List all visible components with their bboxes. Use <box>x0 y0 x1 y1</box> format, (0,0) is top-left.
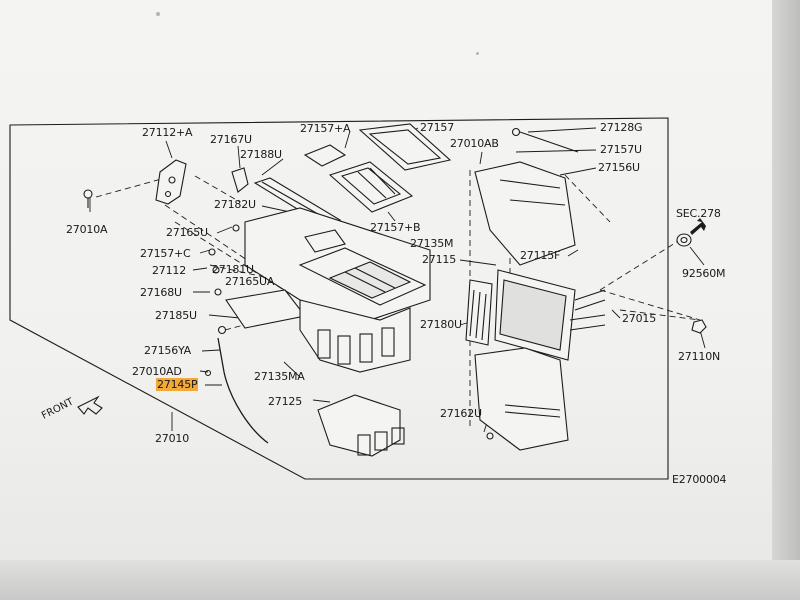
part-label-27010ad: 27010AD <box>132 365 182 378</box>
part-label-27180u: 27180U <box>420 318 462 331</box>
part-label-27135m: 27135M <box>410 237 454 250</box>
monitor-bezel-right <box>772 0 800 600</box>
part-label-27015: 27015 <box>622 312 656 325</box>
part-label-27145p-highlighted[interactable]: 27145P <box>156 378 199 391</box>
part-label-27115f: 27115F <box>520 249 561 262</box>
part-label-27157: 27157 <box>420 121 454 134</box>
screen-dust-speck <box>156 12 160 16</box>
part-label-92560m: 92560M <box>682 267 726 280</box>
part-label-27135ma: 27135MA <box>254 370 305 383</box>
part-label-27156u: 27156U <box>598 161 640 174</box>
part-label-27182u: 27182U <box>214 198 256 211</box>
part-label-27157-b: 27157+B <box>370 221 421 234</box>
part-label-27115: 27115 <box>422 253 456 266</box>
part-label-27157-c: 27157+C <box>140 247 191 260</box>
part-label-27167u: 27167U <box>210 133 252 146</box>
part-label-27165ua: 27165UA <box>225 275 275 288</box>
part-label-27157u: 27157U <box>600 143 642 156</box>
part-label-27010: 27010 <box>155 432 189 445</box>
part-label-27010ab: 27010AB <box>450 137 499 150</box>
part-label-27168u: 27168U <box>140 286 182 299</box>
highlighted-part-number: 27145P <box>156 378 199 391</box>
part-label-27156ya: 27156YA <box>144 344 191 357</box>
part-label-27185u: 27185U <box>155 309 197 322</box>
front-arrow-icon <box>77 395 103 415</box>
screen-dust-speck <box>476 52 479 55</box>
monitor-bezel-bottom <box>0 560 800 600</box>
section-arrow-icon <box>690 218 706 235</box>
part-label-27112: 27112 <box>152 264 186 277</box>
part-label-27010a: 27010A <box>66 223 108 236</box>
part-label-27162u: 27162U <box>440 407 482 420</box>
diagram-frame <box>9 117 669 480</box>
part-label-27188u: 27188U <box>240 148 282 161</box>
part-label-27112-a: 27112+A <box>142 126 193 139</box>
part-label-27125: 27125 <box>268 395 302 408</box>
part-label-27157-a: 27157+A <box>300 122 351 135</box>
part-label-27128g: 27128G <box>600 121 643 134</box>
section-reference-label: SEC.278 <box>676 207 721 220</box>
part-label-27165u: 27165U <box>166 226 208 239</box>
diagram-code: E2700004 <box>672 473 727 486</box>
part-label-27110n: 27110N <box>678 350 721 363</box>
part-label-27181u: 27181U <box>212 263 254 276</box>
